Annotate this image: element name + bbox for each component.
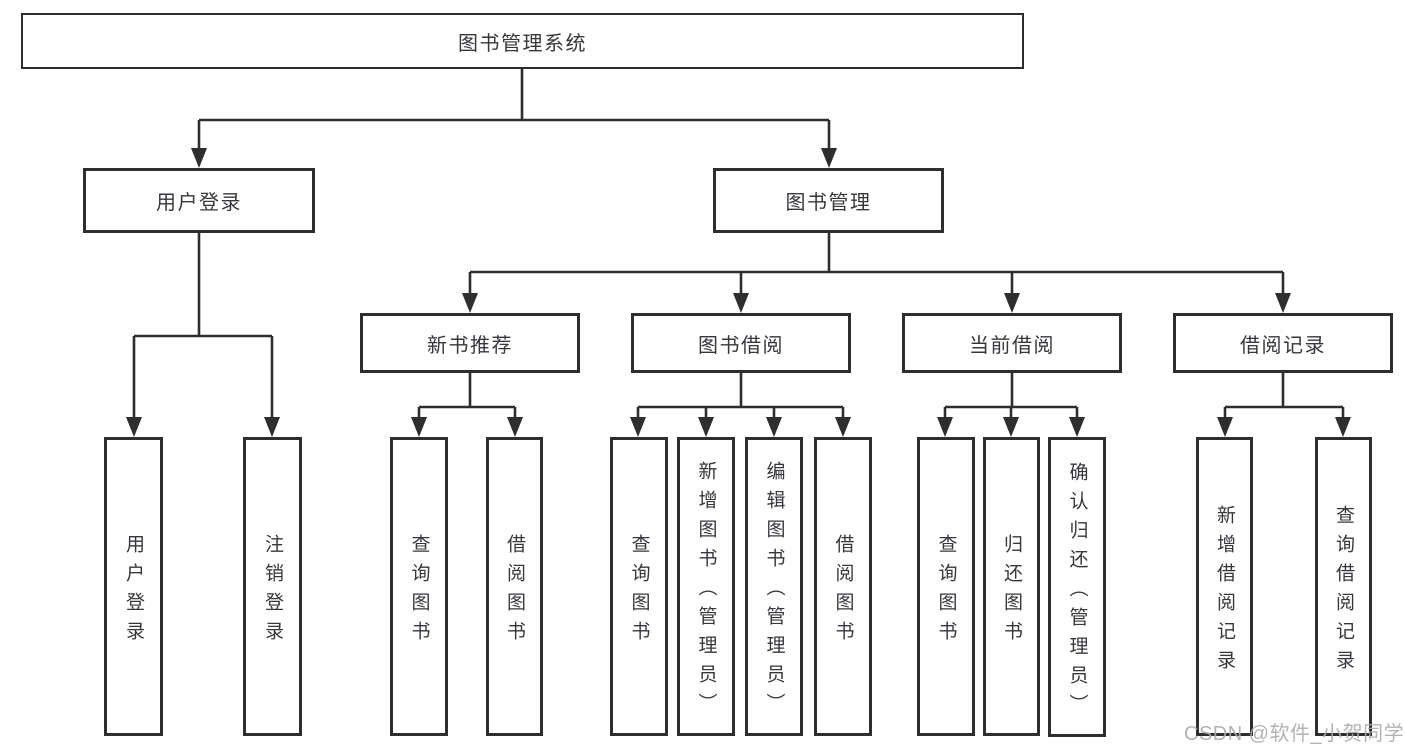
leaf-borrow-books-2: 借阅图书 [814, 437, 872, 736]
node-book-management: 图书管理 [713, 168, 944, 233]
node-label: 借阅图书 [832, 533, 854, 650]
leaf-logout: 注销登录 [243, 437, 302, 736]
arrowhead-icons [126, 148, 1351, 437]
node-label: 新增图书（管理员） [695, 461, 717, 722]
leaf-edit-book-admin: 编辑图书（管理员） [745, 437, 803, 736]
node-label: 编辑图书（管理员） [763, 461, 785, 722]
node-label: 查询图书 [628, 533, 650, 650]
node-library-management-system: 图书管理系统 [21, 13, 1024, 69]
leaf-query-borrow-record: 查询借阅记录 [1315, 437, 1372, 736]
node-label: 图书管理系统 [458, 32, 587, 55]
node-label: 图书管理 [785, 192, 872, 214]
leaf-query-books-2: 查询图书 [610, 437, 668, 736]
node-label: 借阅记录 [1240, 334, 1326, 357]
leaf-borrow-books-1: 借阅图书 [486, 437, 543, 736]
node-current-borrowing: 当前借阅 [902, 313, 1122, 373]
node-borrowing-records: 借阅记录 [1173, 313, 1393, 373]
node-label: 查询图书 [408, 533, 430, 650]
leaf-add-borrow-record: 新增借阅记录 [1196, 437, 1253, 736]
node-label: 注销登录 [262, 533, 283, 650]
node-label: 归还图书 [1001, 533, 1022, 650]
node-label: 确认归还（管理员） [1066, 461, 1088, 723]
node-label: 当前借阅 [969, 334, 1055, 357]
node-label: 用户登录 [156, 192, 242, 214]
leaf-query-books-1: 查询图书 [390, 437, 448, 736]
node-label: 借阅图书 [504, 533, 525, 650]
leaf-user-login: 用户登录 [104, 437, 163, 736]
leaf-confirm-return-admin: 确认归还（管理员） [1048, 437, 1106, 737]
node-book-borrowing: 图书借阅 [631, 313, 851, 373]
leaf-return-book: 归还图书 [983, 437, 1040, 736]
node-label: 新书推荐 [427, 334, 513, 357]
node-label: 查询图书 [935, 533, 957, 650]
node-user-login: 用户登录 [83, 168, 315, 233]
leaf-query-books-3: 查询图书 [917, 437, 975, 736]
node-label: 查询借阅记录 [1333, 504, 1354, 679]
node-label: 图书借阅 [698, 334, 784, 357]
leaf-add-book-admin: 新增图书（管理员） [677, 437, 735, 736]
node-label: 新增借阅记录 [1214, 504, 1235, 679]
node-label: 用户登录 [123, 533, 144, 650]
csdn-watermark: CSDN @软件_小贺同学 [1184, 723, 1405, 745]
node-new-book-recommendation: 新书推荐 [360, 313, 580, 373]
